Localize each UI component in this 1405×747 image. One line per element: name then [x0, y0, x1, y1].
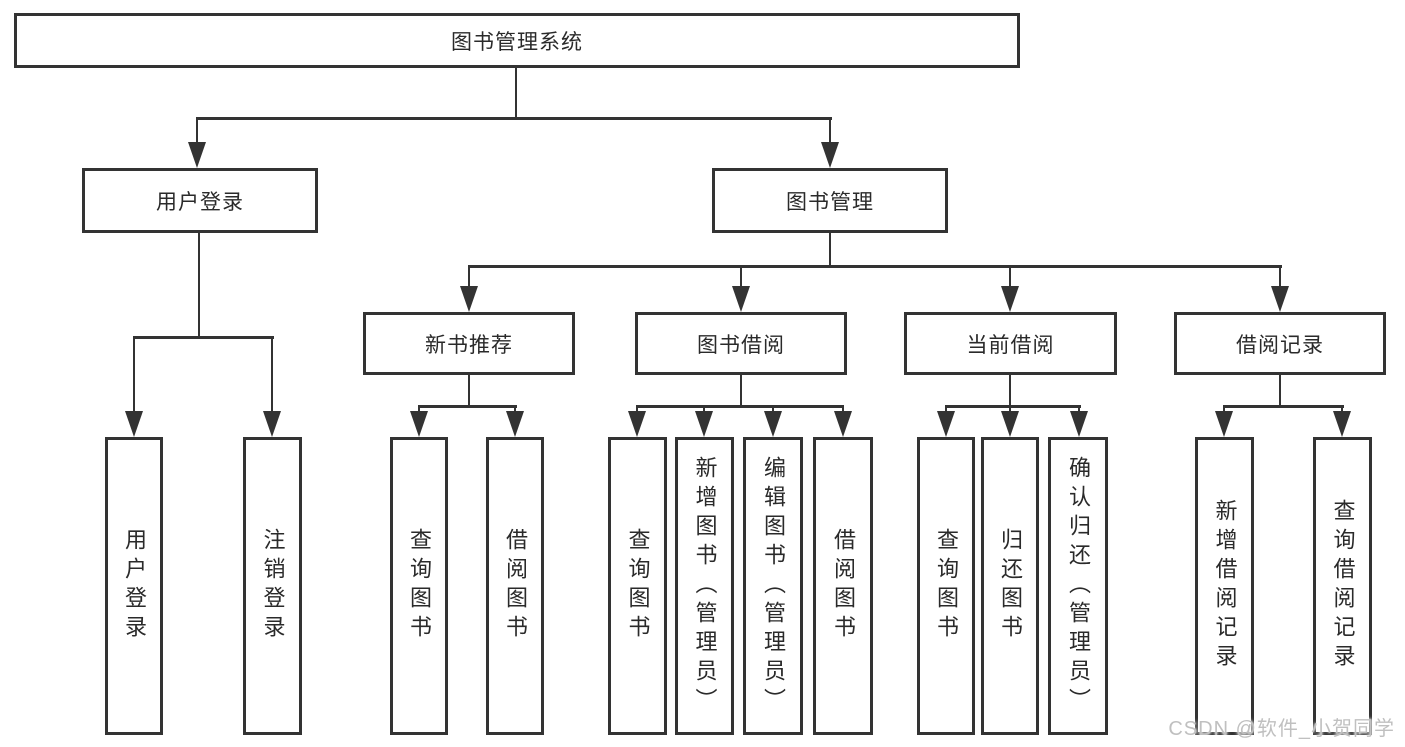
leaf-label: 借阅图书: [831, 528, 856, 644]
connector-line: [1223, 405, 1344, 408]
connector-line: [515, 68, 517, 118]
connector-line: [1223, 406, 1225, 414]
connector-line: [1279, 375, 1281, 406]
connector-line: [468, 265, 1282, 268]
arrow-down-icon: [263, 411, 281, 437]
arrow-down-icon: [506, 411, 524, 437]
connector-line: [196, 118, 198, 144]
leaf-label: 确认归还（管理员）: [1066, 455, 1091, 717]
node-label: 用户登录: [156, 190, 244, 214]
leaf-label: 编辑图书（管理员）: [761, 455, 786, 717]
connector-line: [198, 233, 200, 337]
leaf-query-books: 查询图书: [917, 437, 975, 735]
connector-line: [945, 406, 947, 414]
arrow-down-icon: [125, 411, 143, 437]
arrow-down-icon: [732, 286, 750, 312]
arrow-down-icon: [1001, 286, 1019, 312]
connector-line: [271, 337, 273, 413]
connector-line: [418, 405, 517, 408]
node-book-borrowing: 图书借阅: [635, 312, 847, 375]
arrow-down-icon: [1070, 411, 1088, 437]
node-label: 新书推荐: [425, 333, 513, 357]
connector-line: [636, 405, 844, 408]
connector-line: [842, 406, 844, 414]
connector-line: [740, 266, 742, 288]
node-book-management: 图书管理: [712, 168, 948, 233]
arrow-down-icon: [834, 411, 852, 437]
leaf-label: 归还图书: [998, 528, 1023, 644]
connector-line: [1279, 266, 1281, 288]
connector-line: [1009, 266, 1011, 288]
leaf-edit-books-admin: 编辑图书（管理员）: [743, 437, 803, 735]
node-user-login: 用户登录: [82, 168, 318, 233]
node-label: 借阅记录: [1236, 333, 1324, 357]
connector-line: [1078, 406, 1080, 414]
leaf-borrow-books: 借阅图书: [486, 437, 544, 735]
leaf-query-books: 查询图书: [608, 437, 667, 735]
arrow-down-icon: [460, 286, 478, 312]
arrow-down-icon: [410, 411, 428, 437]
arrow-down-icon: [764, 411, 782, 437]
node-label: 当前借阅: [966, 333, 1055, 357]
leaf-add-books-admin: 新增图书（管理员）: [675, 437, 734, 735]
connector-line: [829, 118, 831, 144]
node-borrowing-records: 借阅记录: [1174, 312, 1386, 375]
connector-line: [418, 406, 420, 414]
node-label: 图书借阅: [697, 333, 785, 357]
arrow-down-icon: [1333, 411, 1351, 437]
leaf-borrow-books: 借阅图书: [813, 437, 873, 735]
leaf-return-books: 归还图书: [981, 437, 1039, 735]
connector-line: [514, 406, 516, 414]
leaf-query-borrow-record: 查询借阅记录: [1313, 437, 1372, 735]
connector-line: [1009, 375, 1011, 406]
node-new-book-recommendation: 新书推荐: [363, 312, 575, 375]
csdn-watermark: CSDN @软件_小贺同学: [1168, 718, 1395, 740]
arrow-down-icon: [628, 411, 646, 437]
arrow-down-icon: [695, 411, 713, 437]
connector-line: [468, 266, 470, 288]
node-label: 图书管理系统: [451, 30, 583, 54]
connector-line: [772, 406, 774, 414]
connector-line: [468, 375, 470, 406]
leaf-label: 新增借阅记录: [1212, 499, 1238, 673]
leaf-label: 查询图书: [934, 528, 959, 644]
leaf-user-login: 用户登录: [105, 437, 163, 735]
leaf-label: 用户登录: [122, 528, 147, 644]
node-label: 图书管理: [786, 190, 874, 214]
leaf-label: 查询图书: [625, 528, 651, 644]
connector-line: [133, 336, 274, 339]
leaf-label: 注销登录: [260, 528, 286, 644]
leaf-query-books: 查询图书: [390, 437, 448, 735]
leaf-label: 查询借阅记录: [1330, 499, 1356, 673]
leaf-label: 新增图书（管理员）: [692, 455, 718, 717]
connector-line: [1341, 406, 1343, 414]
leaf-add-borrow-record: 新增借阅记录: [1195, 437, 1254, 735]
node-library-management-system: 图书管理系统: [14, 13, 1020, 68]
leaf-label: 查询图书: [407, 528, 432, 644]
arrow-down-icon: [821, 142, 839, 168]
connector-line: [945, 405, 1081, 408]
arrow-down-icon: [1215, 411, 1233, 437]
connector-line: [636, 406, 638, 414]
leaf-label: 借阅图书: [503, 528, 528, 644]
leaf-logout: 注销登录: [243, 437, 302, 735]
connector-line: [1009, 406, 1011, 414]
node-current-borrowing: 当前借阅: [904, 312, 1117, 375]
connector-line: [133, 337, 135, 413]
connector-line: [703, 406, 705, 414]
connector-line: [196, 117, 832, 120]
connector-line: [829, 233, 831, 266]
arrow-down-icon: [1001, 411, 1019, 437]
arrow-down-icon: [937, 411, 955, 437]
leaf-confirm-return-admin: 确认归还（管理员）: [1048, 437, 1108, 735]
connector-line: [740, 375, 742, 406]
arrow-down-icon: [188, 142, 206, 168]
arrow-down-icon: [1271, 286, 1289, 312]
